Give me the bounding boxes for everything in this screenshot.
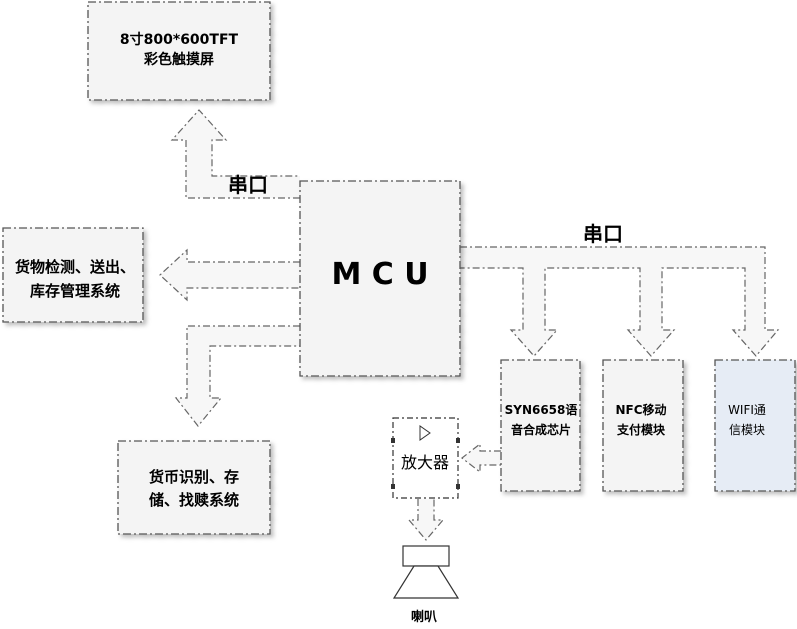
speaker-label: 喇叭 <box>411 609 437 625</box>
nfc-label-line1: NFC移动 <box>615 402 666 417</box>
amp-terminal-icon <box>456 438 460 443</box>
syn-box <box>500 359 581 492</box>
goods-label-line1: 货物检测、送出、 <box>15 258 135 276</box>
nfc-label-line2: 支付模块 <box>616 422 666 437</box>
goods-box <box>2 227 144 323</box>
speaker-icon <box>392 545 460 599</box>
arrow-amp-to-speaker <box>407 499 445 541</box>
arrow-mcu-to-goods <box>159 248 300 302</box>
amp-label: 放大器 <box>401 453 449 472</box>
currency-box <box>117 440 271 535</box>
amp-terminal-icon <box>456 484 460 489</box>
amp-box <box>392 417 459 499</box>
arrow-mcu-to-screen <box>170 109 300 199</box>
syn-label-line2: 音合成芯片 <box>511 422 571 437</box>
amp-terminal-icon <box>391 484 395 489</box>
amp-terminal-icon <box>391 438 395 443</box>
mcu-label: M C U <box>331 257 428 292</box>
mcu-box <box>299 180 461 377</box>
currency-label-line1: 货币识别、存 <box>149 468 239 486</box>
wifi-label-line1: WIFI通 <box>728 403 766 417</box>
screen-box <box>87 1 271 101</box>
arrow-serial-bus <box>460 246 780 357</box>
currency-label-line2: 储、找赎系统 <box>149 491 239 509</box>
amp-symbol-icon <box>419 425 431 441</box>
goods-label-line2: 库存管理系统 <box>30 282 120 300</box>
serial-port-label-bus: 串口 <box>583 222 623 246</box>
amplifier <box>391 417 460 499</box>
wifi-label-line2: 信模块 <box>729 423 765 437</box>
screen-label-line1: 8寸800*600TFT <box>120 31 239 48</box>
screen-label-line2: 彩色触摸屏 <box>143 51 214 68</box>
nfc-box <box>602 359 684 492</box>
wifi-box <box>714 359 796 492</box>
syn-label-line1: SYN6658语 <box>505 402 578 417</box>
arrow-mcu-to-currency <box>174 325 300 427</box>
arrow-syn-to-amp <box>461 442 501 474</box>
serial-port-label-screen: 串口 <box>228 173 268 197</box>
